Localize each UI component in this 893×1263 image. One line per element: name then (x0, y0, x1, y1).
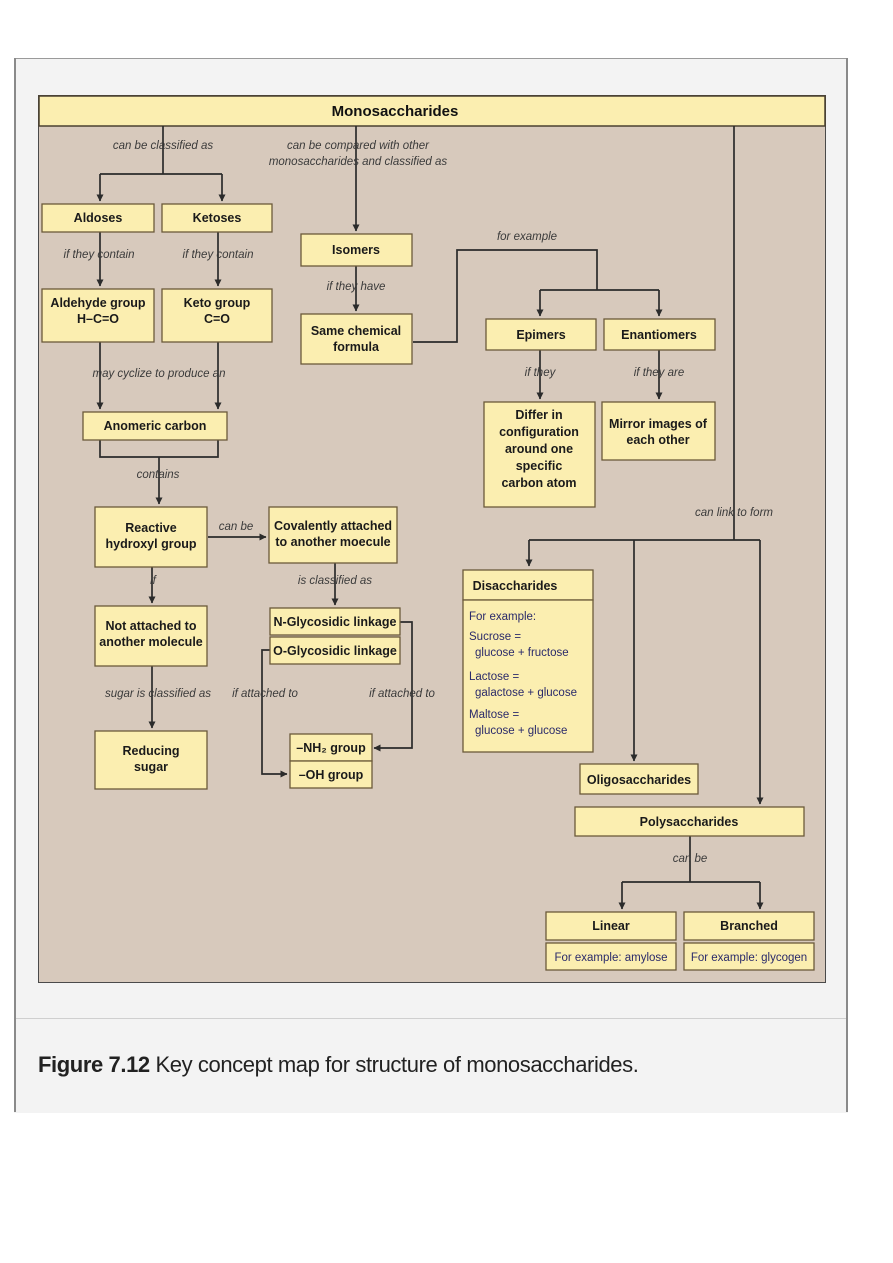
enantiomers-label: Enantiomers (621, 328, 697, 342)
label-if: if (150, 575, 158, 587)
label-cyclize: may cyclize to produce an (93, 368, 226, 380)
linear-label: Linear (592, 919, 630, 933)
polysaccharides-label: Polysaccharides (640, 815, 739, 829)
node-isomers: Isomers (300, 233, 413, 267)
label-contain-1: if they contain (64, 249, 135, 261)
mirror-line-1: Mirror images of (609, 417, 708, 431)
node-n-glycosidic: N-Glycosidic linkage (269, 607, 401, 636)
node-reducing-sugar: Reducing sugar (94, 730, 208, 790)
keto-label: Keto group (184, 296, 251, 310)
n-glycosidic-label: N-Glycosidic linkage (274, 615, 397, 629)
di-sucrose: Sucrose = (469, 631, 521, 643)
node-same-chemical-formula: Same chemical formula (300, 313, 413, 365)
oligosaccharides-label: Oligosaccharides (587, 773, 691, 787)
node-epimers: Epimers (485, 318, 597, 351)
covalent-line-1: Covalently attached (274, 519, 392, 533)
figure-number: Figure 7.12 (38, 1052, 150, 1077)
node-ketoses: Ketoses (161, 203, 273, 233)
covalent-line-2: to another moecule (275, 535, 390, 549)
ketoses-label: Ketoses (193, 211, 242, 225)
label-contains: contains (137, 469, 180, 481)
label-compared-1: can be compared with other (287, 140, 430, 152)
differ-line-1: Differ in (515, 408, 562, 422)
differ-line-3: around one (505, 442, 573, 456)
node-branched: Branched For example: glycogen (683, 911, 815, 971)
di-sucrose-formula: glucose + fructose (475, 647, 569, 659)
aldehyde-formula: H–C=O (77, 312, 119, 326)
di-lactose-formula: galactose + glucose (475, 687, 577, 699)
node-differ-in-configuration: Differ in configuration around one speci… (483, 401, 596, 508)
aldoses-label: Aldoses (74, 211, 123, 225)
node-linear: Linear For example: amylose (545, 911, 677, 971)
anomeric-label: Anomeric carbon (104, 419, 207, 433)
figure-caption: Figure 7.12 Key concept map for structur… (38, 1052, 639, 1078)
node-mirror-images: Mirror images of each other (601, 401, 716, 461)
differ-line-4: specific (516, 459, 563, 473)
reactive-line-1: Reactive (125, 521, 176, 535)
label-contain-2: if they contain (183, 249, 254, 261)
label-if-they: if they (525, 367, 557, 379)
caption-divider (16, 1018, 846, 1019)
frame-left-border (14, 58, 16, 1112)
label-can-be: can be (219, 521, 254, 533)
node-enantiomers: Enantiomers (603, 318, 716, 351)
reducing-line-2: sugar (134, 760, 168, 774)
connectors (96, 126, 764, 910)
epimers-label: Epimers (516, 328, 565, 342)
label-attached-right: if attached to (369, 688, 435, 700)
label-link: can link to form (695, 507, 773, 519)
label-if-they-are: if they are (634, 367, 685, 379)
reducing-line-1: Reducing (123, 744, 180, 758)
differ-line-5: carbon atom (501, 476, 576, 490)
o-glycosidic-label: O-Glycosidic linkage (273, 644, 397, 658)
node-not-attached: Not attached to another molecule (94, 605, 208, 667)
diagram-title: Monosaccharides (332, 103, 459, 120)
label-poly-can-be: can be (673, 853, 708, 865)
keto-formula: C=O (204, 312, 230, 326)
branched-label: Branched (720, 919, 778, 933)
same-formula-line-1: Same chemical (311, 324, 401, 338)
aldehyde-label: Aldehyde group (50, 296, 146, 310)
oh-label: –OH group (299, 768, 364, 782)
node-reactive-hydroxyl: Reactive hydroxyl group (94, 506, 208, 568)
label-classified: can be classified as (113, 140, 214, 152)
node-oh-group: –OH group (289, 760, 373, 789)
not-attached-line-2: another molecule (99, 635, 203, 649)
linear-example: For example: amylose (554, 952, 667, 964)
label-for-example: for example (497, 231, 557, 243)
caption-text: Key concept map for structure of monosac… (149, 1052, 639, 1077)
mirror-line-2: each other (626, 433, 689, 447)
node-disaccharides: Disaccharides For example: Sucrose = glu… (462, 569, 594, 753)
node-oligosaccharides: Oligosaccharides (579, 763, 699, 795)
label-compared-2: monosaccharides and classified as (269, 156, 448, 168)
not-attached-line-1: Not attached to (106, 619, 197, 633)
node-covalently-attached: Covalently attached to another moecule (268, 506, 398, 564)
isomers-label: Isomers (332, 243, 380, 257)
label-if-they-have: if they have (327, 281, 386, 293)
node-polysaccharides: Polysaccharides (574, 806, 805, 837)
same-formula-line-2: formula (333, 340, 380, 354)
link-labels: can be classified as can be compared wit… (64, 140, 774, 865)
branched-example: For example: glycogen (691, 952, 807, 964)
di-maltose-formula: glucose + glucose (475, 725, 567, 737)
differ-line-2: configuration (499, 425, 579, 439)
title-bar (38, 95, 826, 127)
node-anomeric-carbon: Anomeric carbon (82, 411, 228, 441)
frame-right-border (846, 58, 848, 1112)
di-lactose: Lactose = (469, 671, 519, 683)
reactive-line-2: hydroxyl group (106, 537, 197, 551)
nh2-label: –NH₂ group (296, 741, 366, 755)
node-nh2-group: –NH₂ group (289, 733, 373, 762)
label-is-classified: is classified as (298, 575, 372, 587)
disaccharides-label: Disaccharides (473, 579, 558, 593)
node-keto-group: Keto group C=O (161, 288, 273, 343)
di-maltose: Maltose = (469, 709, 519, 721)
label-sugar-classified: sugar is classified as (105, 688, 211, 700)
node-aldoses: Aldoses (41, 203, 155, 233)
node-o-glycosidic: O-Glycosidic linkage (269, 636, 401, 665)
label-attached-left: if attached to (232, 688, 298, 700)
node-aldehyde-group: Aldehyde group H–C=O (41, 288, 155, 343)
di-example-heading: For example: (469, 611, 536, 623)
